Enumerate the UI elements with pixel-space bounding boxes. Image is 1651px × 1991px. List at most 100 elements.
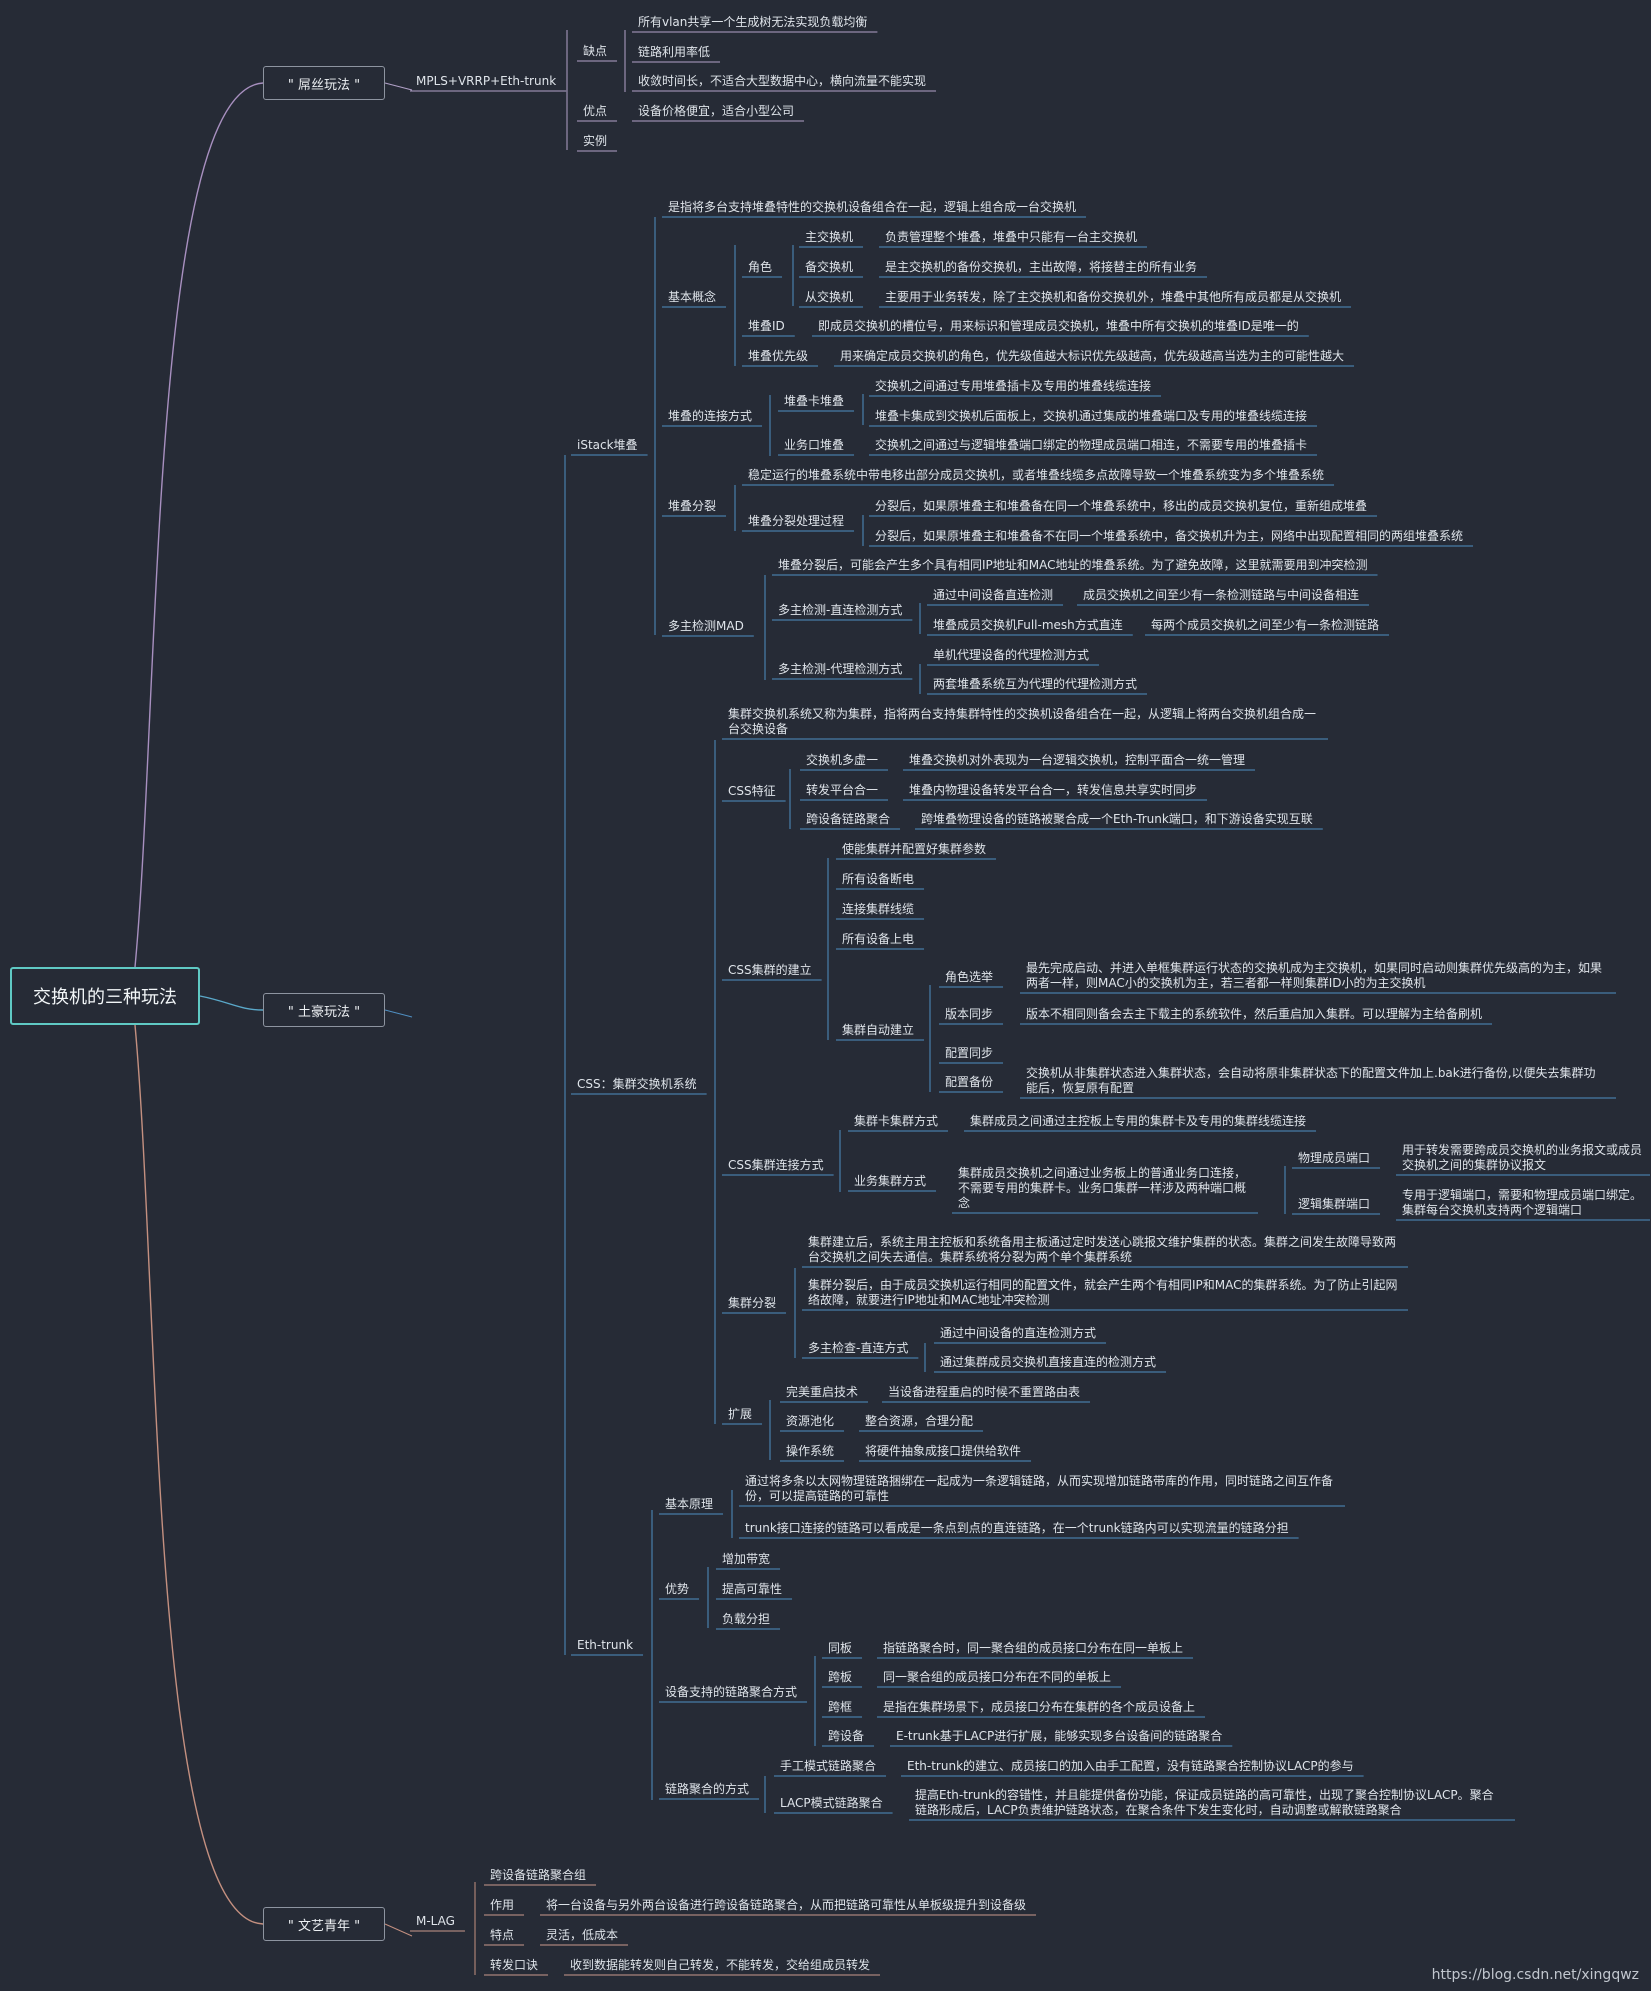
topic-node[interactable]: 稳定运行的堆叠系统中带电移出部分成员交换机，或者堆叠线缆多点故障导致一个堆叠系统…	[748, 468, 1325, 482]
topic-node[interactable]: 版本不相同则备会去主下载主的系统软件，然后重启加入集群。可以理解为主给备刷机	[1026, 1007, 1483, 1021]
root-topic[interactable]: 交换机的三种玩法	[10, 967, 200, 1025]
topic-node[interactable]: 分裂后，如果原堆叠主和堆叠备不在同一个堆叠系统中，备交换机升为主，网络中出现配置…	[875, 529, 1464, 543]
topic-node[interactable]: 灵活，低成本	[546, 1928, 619, 1942]
topic-node[interactable]: 堆叠卡堆叠	[784, 394, 845, 408]
topic-node[interactable]: 链路利用率低	[638, 45, 711, 59]
topic-node[interactable]: 优点	[583, 104, 608, 118]
topic-node[interactable]: 多主检测MAD	[668, 619, 744, 633]
topic-node[interactable]: 逻辑集群端口	[1298, 1197, 1371, 1211]
topic-node[interactable]: 集群成员之间通过主控板上专用的集群卡及专用的集群线缆连接	[970, 1114, 1307, 1128]
topic-node[interactable]: 主交换机	[805, 230, 854, 244]
topic-node[interactable]: 角色	[748, 260, 773, 274]
topic-node[interactable]: 跨框	[828, 1700, 853, 1714]
topic-node[interactable]: 堆叠的连接方式	[668, 409, 753, 423]
topic-node[interactable]: 集群成员交换机之间通过业务板上的普通业务口连接，不需要专用的集群卡。业务口集群一…	[958, 1166, 1247, 1210]
branch-tuhao[interactable]: " 土豪玩法 "	[263, 993, 385, 1027]
topic-node[interactable]: 收敛时间长，不适合大型数据中心，横向流量不能实现	[638, 74, 927, 88]
topic-node[interactable]: 是指将多台支持堆叠特性的交换机设备组合在一起，逻辑上组合成一台交换机	[668, 200, 1077, 214]
topic-node[interactable]: 每两个成员交换机之间至少有一条检测链路	[1151, 618, 1380, 632]
topic-node[interactable]: 交换机多虚一	[806, 753, 879, 767]
topic-node[interactable]: M-LAG	[416, 1914, 455, 1928]
topic-node[interactable]: 所有设备上电	[842, 932, 915, 946]
branch-wenyi[interactable]: " 文艺青年 "	[263, 1907, 385, 1941]
branch-diaosi[interactable]: " 屌丝玩法 "	[263, 66, 385, 100]
topic-node[interactable]: 物理成员端口	[1298, 1151, 1371, 1165]
topic-node[interactable]: 跨设备链路聚合	[806, 812, 891, 826]
topic-node[interactable]: E-trunk基于LACP进行扩展，能够实现多台设备间的链路聚合	[896, 1729, 1223, 1743]
topic-node[interactable]: 负责管理整个堆叠，堆叠中只能有一台主交换机	[885, 230, 1138, 244]
topic-node[interactable]: 跨堆叠物理设备的链路被聚合成一个Eth-Trunk端口，和下游设备实现互联	[921, 812, 1313, 826]
topic-node[interactable]: 集群分裂	[728, 1296, 777, 1310]
topic-node[interactable]: 通过中间设备直连检测	[933, 588, 1054, 602]
topic-node[interactable]: 转发平台合一	[806, 783, 879, 797]
topic-node[interactable]: 当设备进程重启的时候不重置路由表	[888, 1385, 1081, 1399]
topic-node[interactable]: 成员交换机之间至少有一条检测链路与中间设备相连	[1083, 588, 1360, 602]
topic-node[interactable]: 专用于逻辑端口，需要和物理成员端口绑定。集群每台交换机支持两个逻辑端口	[1402, 1188, 1643, 1217]
topic-node[interactable]: 通过将多条以太网物理链路捆绑在一起成为一条逻辑链路，从而实现增加链路带库的作用，…	[745, 1474, 1334, 1503]
topic-node[interactable]: 基本概念	[668, 290, 717, 304]
topic-node[interactable]: 集群自动建立	[842, 1023, 915, 1037]
topic-node[interactable]: 角色选举	[945, 970, 994, 984]
topic-node[interactable]: CSS集群的建立	[728, 963, 812, 977]
topic-node[interactable]: 跨板	[828, 1670, 853, 1684]
topic-node[interactable]: 堆叠分裂后，可能会产生多个具有相同IP地址和MAC地址的堆叠系统。为了避免故障，…	[778, 558, 1368, 572]
topic-node[interactable]: 扩展	[728, 1407, 753, 1421]
topic-node[interactable]: 单机代理设备的代理检测方式	[933, 648, 1090, 662]
topic-node[interactable]: 所有vlan共享一个生成树无法实现负载均衡	[638, 15, 868, 29]
topic-node[interactable]: 分裂后，如果原堆叠主和堆叠备在同一个堆叠系统中，移出的成员交换机复位，重新组成堆…	[875, 499, 1368, 513]
topic-node[interactable]: 增加带宽	[722, 1552, 771, 1566]
topic-node[interactable]: 堆叠优先级	[748, 349, 809, 363]
topic-node[interactable]: 业务口堆叠	[784, 438, 845, 452]
topic-node[interactable]: CSS集群连接方式	[728, 1158, 824, 1172]
topic-node[interactable]: trunk接口连接的链路可以看成是一条点到点的直连链路，在一个trunk链路内可…	[745, 1521, 1289, 1535]
topic-node[interactable]: 操作系统	[786, 1444, 835, 1458]
topic-node[interactable]: 最先完成启动、并进入单框集群运行状态的交换机成为主交换机，如果同时启动则集群优先…	[1026, 961, 1603, 990]
topic-node[interactable]: Eth-trunk	[577, 1638, 634, 1652]
topic-node[interactable]: 堆叠分裂	[668, 499, 717, 513]
topic-node[interactable]: 集群卡集群方式	[854, 1114, 939, 1128]
topic-node[interactable]: 优势	[665, 1582, 690, 1596]
topic-node[interactable]: 是指在集群场景下，成员接口分布在集群的各个成员设备上	[883, 1700, 1196, 1714]
topic-node[interactable]: 即成员交换机的槽位号，用来标识和管理成员交换机，堆叠中所有交换机的堆叠ID是唯一…	[818, 319, 1299, 333]
topic-node[interactable]: 作用	[490, 1898, 515, 1912]
topic-node[interactable]: 使能集群并配置好集群参数	[842, 842, 987, 856]
topic-node[interactable]: 同板	[828, 1641, 853, 1655]
topic-node[interactable]: 交换机之间通过与逻辑堆叠端口绑定的物理成员端口相连，不需要专用的堆叠插卡	[875, 438, 1308, 452]
topic-node[interactable]: 用来确定成员交换机的角色，优先级值越大标识优先级越高，优先级越高当选为主的可能性…	[840, 349, 1345, 363]
topic-node[interactable]: 基本原理	[665, 1497, 714, 1511]
topic-node[interactable]: 集群分裂后，由于成员交换机运行相同的配置文件，就会产生两个有相同IP和MAC的集…	[808, 1278, 1398, 1307]
topic-node[interactable]: 转发口诀	[490, 1958, 539, 1972]
topic-node[interactable]: 从交换机	[805, 290, 854, 304]
topic-node[interactable]: 通过中间设备的直连检测方式	[940, 1326, 1097, 1340]
topic-node[interactable]: 配置备份	[945, 1075, 994, 1089]
topic-node[interactable]: 堆叠ID	[748, 319, 785, 333]
topic-node[interactable]: 整合资源，合理分配	[865, 1414, 974, 1428]
topic-node[interactable]: Eth-trunk的建立、成员接口的加入由手工配置，没有链路聚合控制协议LACP…	[907, 1759, 1354, 1773]
topic-node[interactable]: 备交换机	[805, 260, 854, 274]
topic-node[interactable]: 缺点	[583, 44, 608, 58]
topic-node[interactable]: 交换机之间通过专用堆叠插卡及专用的堆叠线缆连接	[875, 379, 1152, 393]
topic-node[interactable]: 资源池化	[786, 1414, 835, 1428]
topic-node[interactable]: 是主交换机的备份交换机，主出故障，将接替主的所有业务	[885, 260, 1198, 274]
topic-node[interactable]: 两套堆叠系统互为代理的代理检测方式	[933, 677, 1138, 691]
topic-node[interactable]: 堆叠成员交换机Full-mesh方式直连	[933, 618, 1123, 632]
topic-node[interactable]: 链路聚合的方式	[665, 1782, 750, 1796]
topic-node[interactable]: 多主检测-代理检测方式	[778, 662, 903, 676]
topic-node[interactable]: 业务集群方式	[854, 1174, 927, 1188]
topic-node[interactable]: 设备支持的链路聚合方式	[665, 1685, 798, 1699]
topic-node[interactable]: 负载分担	[722, 1612, 771, 1626]
topic-node[interactable]: 集群建立后，系统主用主控板和系统备用主板通过定时发送心跳报文维护集群的状态。集群…	[808, 1235, 1397, 1264]
topic-node[interactable]: 多主检查-直连方式	[808, 1341, 909, 1355]
topic-node[interactable]: 主要用于业务转发，除了主交换机和备份交换机外，堆叠中其他所有成员都是从交换机	[885, 290, 1342, 304]
topic-node[interactable]: 堆叠卡集成到交换机后面板上，交换机通过集成的堆叠端口及专用的堆叠线缆连接	[875, 409, 1308, 423]
topic-node[interactable]: 堆叠交换机对外表现为一台逻辑交换机，控制平面合一统一管理	[909, 753, 1246, 767]
topic-node[interactable]: 版本同步	[945, 1007, 994, 1021]
topic-node[interactable]: 跨设备链路聚合组	[490, 1868, 587, 1882]
topic-node[interactable]: CSS：集群交换机系统	[577, 1077, 697, 1091]
topic-node[interactable]: 完美重启技术	[786, 1385, 859, 1399]
topic-node[interactable]: 多主检测-直连检测方式	[778, 603, 903, 617]
topic-node[interactable]: 配置同步	[945, 1046, 994, 1060]
topic-node[interactable]: LACP模式链路聚合	[780, 1796, 883, 1810]
topic-node[interactable]: 提高可靠性	[722, 1582, 783, 1596]
topic-node[interactable]: 收到数据能转发则自己转发，不能转发，交给组成员转发	[570, 1958, 871, 1972]
